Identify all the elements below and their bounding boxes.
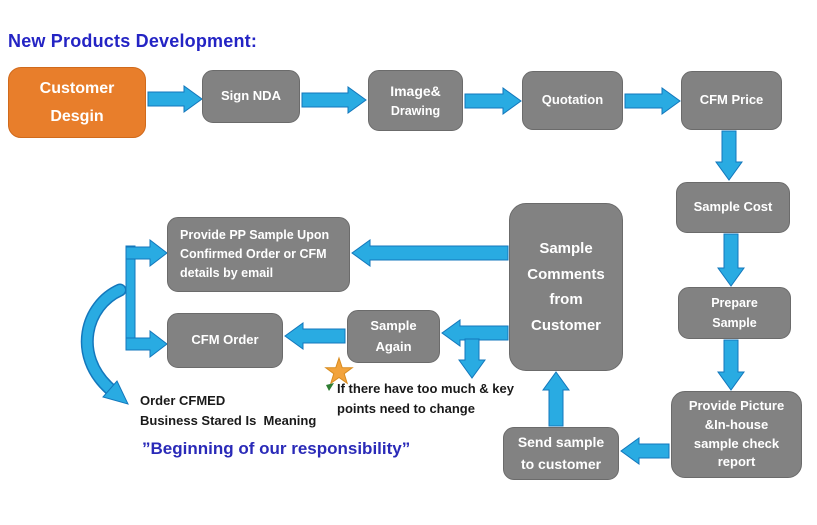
node-label-line: Send sample — [517, 433, 605, 450]
node-prepare-sample: Prepare Sample — [678, 287, 791, 339]
arrow-image-to-quotation — [464, 87, 522, 115]
node-label-line: Sign NDA — [221, 88, 281, 104]
node-label-line: Sample — [712, 316, 757, 330]
node-quotation: Quotation — [522, 71, 623, 130]
node-send-sample: Send sample to customer — [503, 427, 619, 480]
node-sample-again: Sample Again — [347, 310, 440, 363]
node-label-line: &In-house — [704, 416, 769, 432]
node-provide-pp-sample: Provide PP Sample Upon Confirmed Order o… — [167, 217, 350, 292]
arrow-comments-to-provide-pp — [351, 239, 509, 267]
node-cfm-order: CFM Order — [167, 313, 283, 368]
node-sample-cost: Sample Cost — [676, 182, 790, 233]
arrow-comments-to-sample-again — [441, 319, 509, 347]
node-label-line: Sample Cost — [693, 199, 773, 215]
node-label-line: CFM Order — [191, 332, 259, 348]
node-label-line: to customer — [520, 455, 602, 472]
arrow-sample-again-to-cfm-order — [284, 322, 346, 350]
arrow-cfm-price-to-sample-cost — [715, 130, 743, 181]
responsibility-quote: ”Beginning of our responsibility” — [142, 439, 411, 458]
note-line: Order CFMED — [140, 393, 226, 408]
page-title: New Products Development: — [8, 31, 258, 51]
node-image-drawing: Image& Drawing — [368, 70, 463, 131]
arrow-sign-nda-to-image — [301, 86, 367, 114]
curved-arrow-to-order-note — [80, 283, 129, 405]
arrow-sample-cost-to-prepare — [717, 233, 745, 287]
note-order-meaning: Order CFMED Business Stared Is Meaning — [140, 391, 316, 431]
node-label-line: Provide PP Sample Upon — [180, 228, 330, 243]
node-customer-design: Customer Desgin — [8, 67, 146, 138]
node-label-line: Comments — [527, 265, 605, 283]
star-icon — [324, 356, 354, 391]
note-line: If there have too much & key — [337, 381, 514, 396]
node-label-line: CFM Price — [699, 92, 764, 108]
node-label-line: Drawing — [390, 103, 441, 118]
node-label-line: Sample — [539, 240, 593, 257]
bracket-connector — [125, 238, 168, 359]
node-label-line: Prepare — [711, 296, 758, 310]
node-label-line: Customer — [39, 80, 115, 98]
node-label-line: Again — [375, 338, 412, 354]
node-label-line: from — [549, 291, 583, 308]
arrow-quotation-to-cfm-price — [624, 87, 681, 115]
node-label-line: Image& — [390, 83, 441, 100]
arrow-send-sample-to-comments — [542, 371, 570, 427]
node-sample-comments: Sample Comments from Customer — [509, 203, 623, 371]
node-label-line: Sample — [370, 317, 417, 333]
node-label-line: Quotation — [541, 92, 604, 108]
node-sign-nda: Sign NDA — [202, 70, 300, 123]
node-provide-picture: Provide Picture &In-house sample check r… — [671, 391, 802, 478]
note-line: points need to change — [337, 401, 475, 417]
node-cfm-price: CFM Price — [681, 71, 782, 130]
star-accent-wedge — [326, 383, 334, 391]
node-label-line: report — [717, 454, 756, 470]
node-label-line: Customer — [530, 316, 601, 334]
arrow-prepare-to-provide-picture — [717, 339, 745, 391]
node-label-line: sample check — [693, 435, 780, 451]
arrow-branch-to-change-note — [458, 338, 486, 379]
arrow-provide-picture-to-send-sample — [620, 437, 670, 465]
node-label-line: Provide Picture — [688, 397, 785, 413]
node-label-line: Desgin — [50, 107, 104, 125]
note-change-condition: If there have too much & key points need… — [337, 379, 514, 419]
arrow-customer-to-sign-nda — [147, 85, 203, 113]
note-line: Business Stared Is Meaning — [140, 413, 317, 429]
node-label-line: Confirmed Order or CFM — [180, 247, 327, 262]
node-label-line: details by email — [180, 265, 274, 280]
